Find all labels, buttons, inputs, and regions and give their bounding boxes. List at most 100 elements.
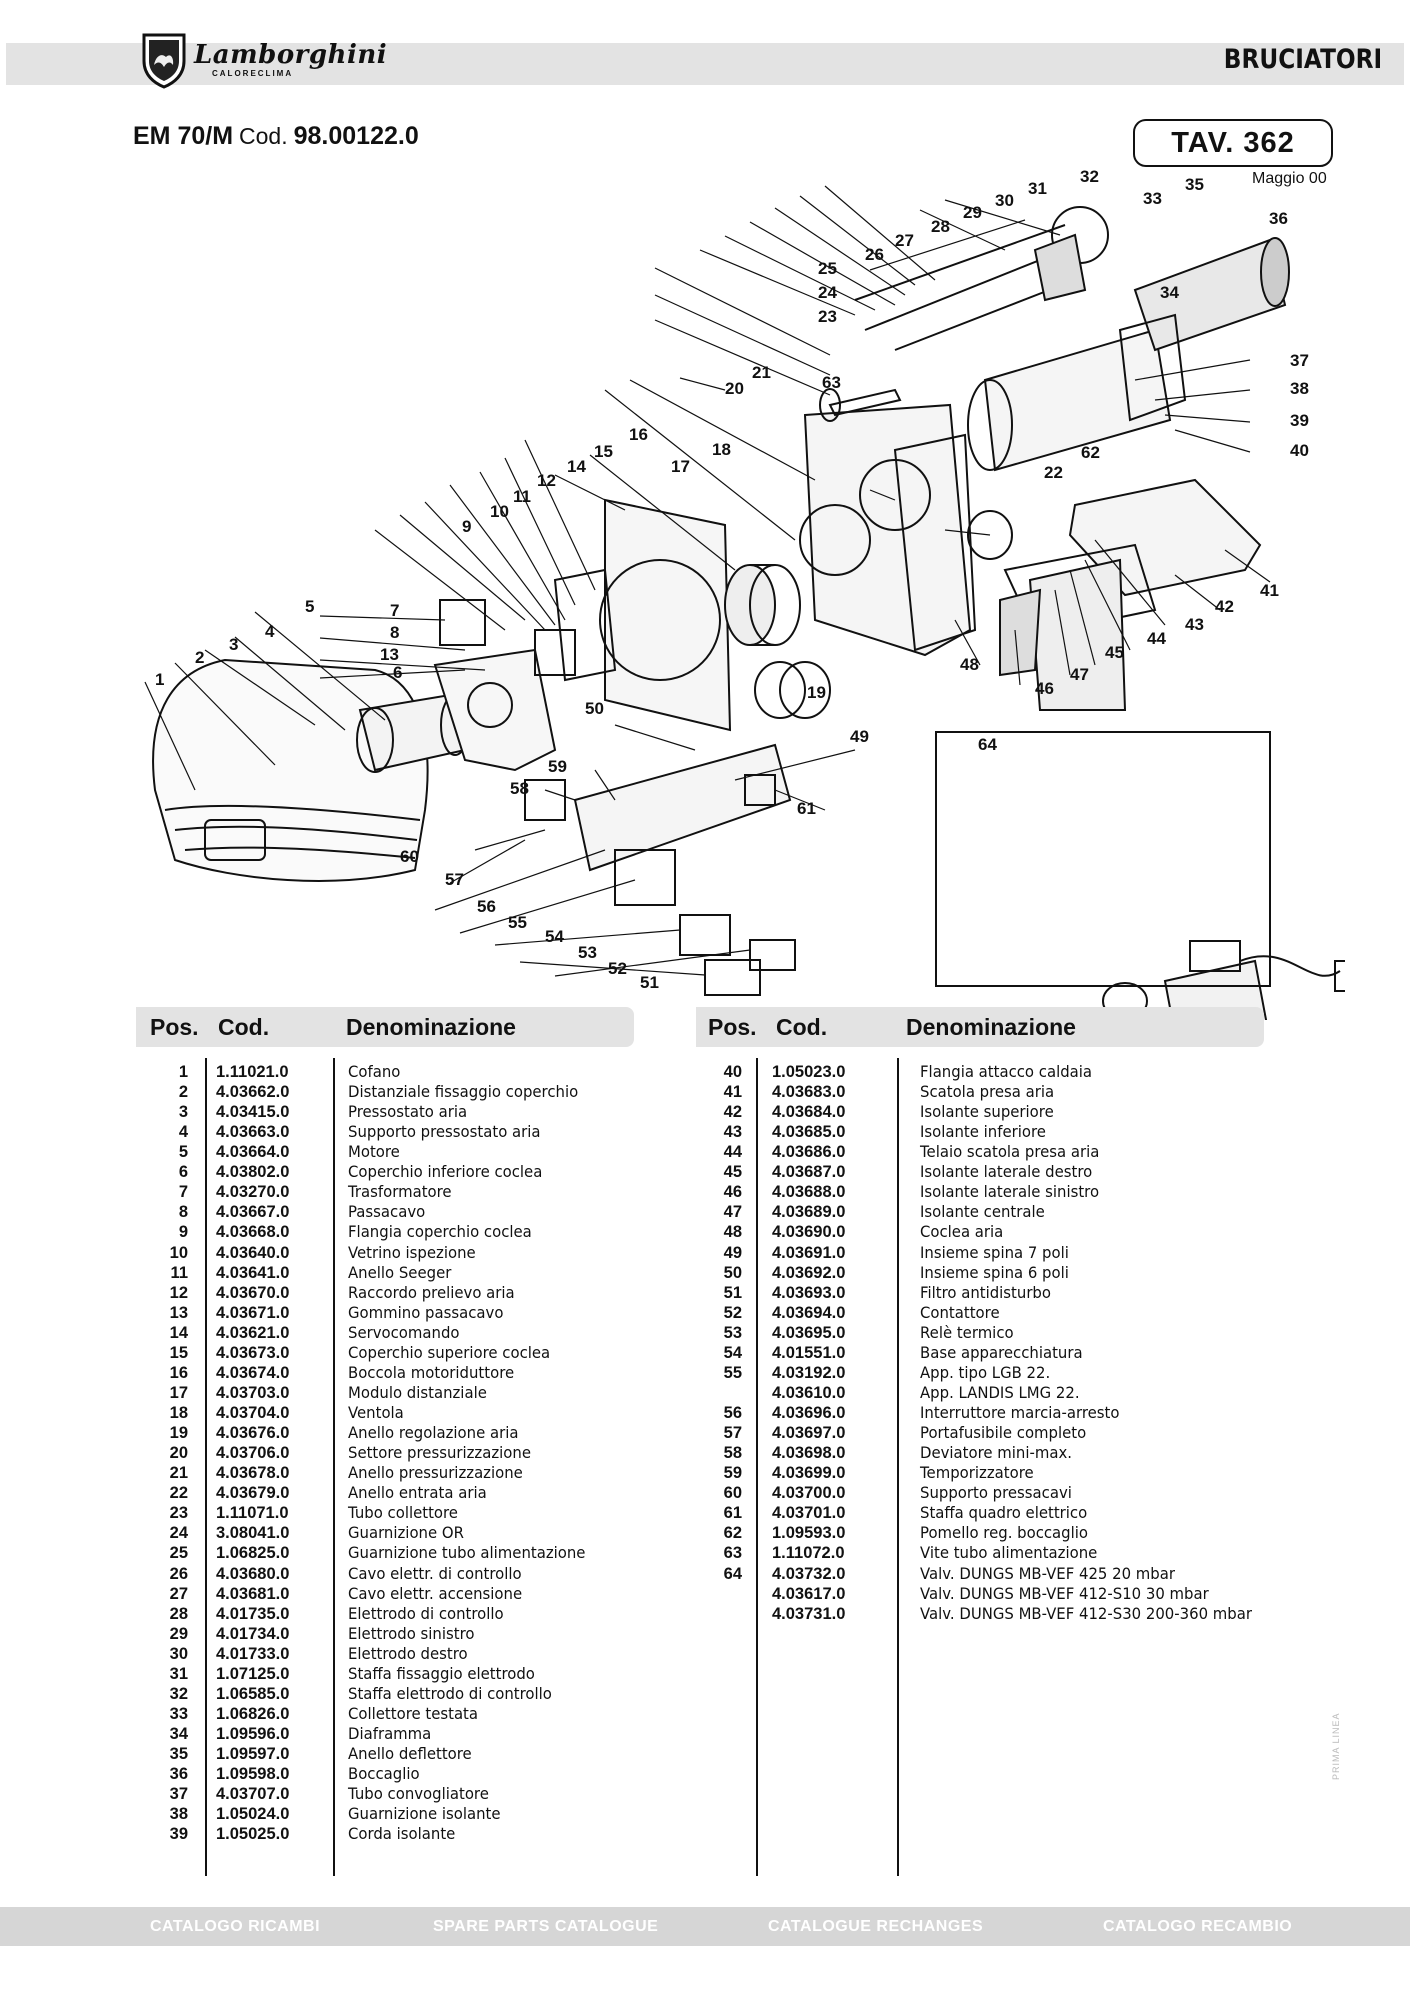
row-description: Flangia coperchio coclea (348, 1222, 532, 1241)
callout-number: 61 (797, 799, 816, 818)
row-description: Coperchio inferiore coclea (348, 1162, 543, 1181)
row-code: 4.03621.0 (216, 1324, 290, 1342)
row-pos: 26 (169, 1565, 188, 1583)
row-pos: 43 (723, 1123, 742, 1141)
callout-number: 12 (537, 471, 556, 490)
row-description: Valv. DUNGS MB-VEF 425 20 mbar (920, 1564, 1175, 1583)
row-pos: 52 (723, 1304, 742, 1322)
callout-number: 42 (1215, 597, 1234, 616)
row-pos: 44 (723, 1143, 742, 1161)
row-code: 4.03617.0 (772, 1585, 846, 1603)
row-code: 4.03668.0 (216, 1223, 290, 1241)
table-header-right: Pos. Cod. Denominazione (696, 1007, 1264, 1047)
callout-number: 3 (229, 635, 238, 654)
row-code: 4.03688.0 (772, 1183, 846, 1201)
cod-label: Cod. (239, 123, 288, 149)
row-pos: 16 (169, 1364, 188, 1382)
callout-number: 2 (195, 648, 204, 667)
callout-number: 32 (1080, 167, 1099, 186)
row-pos: 55 (723, 1364, 742, 1382)
valve-callout-box (935, 731, 1271, 987)
callout-number: 48 (960, 655, 979, 674)
row-description: Temporizzatore (920, 1463, 1034, 1482)
row-description: App. tipo LGB 22. (920, 1363, 1051, 1382)
row-description: Filtro antidisturbo (920, 1283, 1051, 1302)
row-description: Gommino passacavo (348, 1303, 504, 1322)
row-code: 4.01734.0 (216, 1625, 290, 1643)
callout-number: 15 (594, 442, 613, 461)
column-divider (756, 1058, 758, 1876)
row-pos: 53 (723, 1324, 742, 1342)
callout-number: 58 (510, 779, 529, 798)
callout-number: 8 (390, 623, 399, 642)
row-code: 1.06585.0 (216, 1685, 290, 1703)
row-pos: 50 (723, 1264, 742, 1282)
row-description: Corda isolante (348, 1824, 456, 1843)
row-code: 4.01735.0 (216, 1605, 290, 1623)
row-pos: 38 (169, 1805, 188, 1823)
row-pos: 54 (723, 1344, 742, 1362)
row-description: Insieme spina 7 poli (920, 1243, 1069, 1262)
row-code: 4.03697.0 (772, 1424, 846, 1442)
row-pos: 17 (169, 1384, 188, 1402)
callout-number: 20 (725, 379, 744, 398)
callout-number: 56 (477, 897, 496, 916)
row-description: Guarnizione OR (348, 1523, 464, 1542)
row-code: 1.11071.0 (216, 1504, 289, 1522)
row-pos: 11 (170, 1264, 188, 1282)
footer-item: SPARE PARTS CATALOGUE (433, 1918, 659, 1935)
header-den: Denominazione (906, 1014, 1076, 1040)
row-description: Tubo convogliatore (348, 1784, 489, 1803)
row-description: Servocomando (348, 1323, 460, 1342)
row-code: 4.03679.0 (216, 1484, 290, 1502)
footer-item: CATALOGUE RECHANGES (768, 1918, 984, 1935)
row-code: 4.03270.0 (216, 1183, 290, 1201)
row-code: 4.03676.0 (216, 1424, 290, 1442)
row-code: 4.03731.0 (772, 1605, 846, 1623)
row-description: Pressostato aria (348, 1102, 468, 1121)
row-code: 4.03670.0 (216, 1284, 290, 1302)
callout-number: 38 (1290, 379, 1309, 398)
row-code: 4.03685.0 (772, 1123, 846, 1141)
row-code: 4.03802.0 (216, 1163, 290, 1181)
row-code: 1.05025.0 (216, 1825, 290, 1843)
row-code: 1.09596.0 (216, 1725, 290, 1743)
row-description: Raccordo prelievo aria (348, 1283, 515, 1302)
callout-number: 33 (1143, 189, 1162, 208)
table-row: 6 4.03802.0 Coperchio inferiore coclea (0, 1162, 1410, 1182)
row-description: Cavo elettr. accensione (348, 1584, 523, 1603)
row-description: App. LANDIS LMG 22. (920, 1383, 1080, 1402)
footer-item: CATALOGO RICAMBI (150, 1918, 321, 1935)
row-pos: 24 (169, 1524, 188, 1542)
row-description: Cavo elettr. di controllo (348, 1564, 522, 1583)
row-code: 4.03415.0 (216, 1103, 290, 1121)
row-code: 4.03696.0 (772, 1404, 846, 1422)
row-code: 4.03664.0 (216, 1143, 290, 1161)
callout-number: 1 (155, 670, 164, 689)
row-pos: 19 (169, 1424, 188, 1442)
row-pos: 6 (178, 1163, 188, 1181)
row-description: Insieme spina 6 poli (920, 1263, 1069, 1282)
row-code: 4.03671.0 (216, 1304, 290, 1322)
row-description: Contattore (920, 1303, 1000, 1322)
row-code: 4.03700.0 (772, 1484, 846, 1502)
callout-number: 50 (585, 699, 604, 718)
row-code: 1.07125.0 (216, 1665, 290, 1683)
row-description: Deviatore mini-max. (920, 1443, 1072, 1462)
revision-date: Maggio 00 (1252, 170, 1327, 187)
row-description: Isolante superiore (920, 1102, 1054, 1121)
